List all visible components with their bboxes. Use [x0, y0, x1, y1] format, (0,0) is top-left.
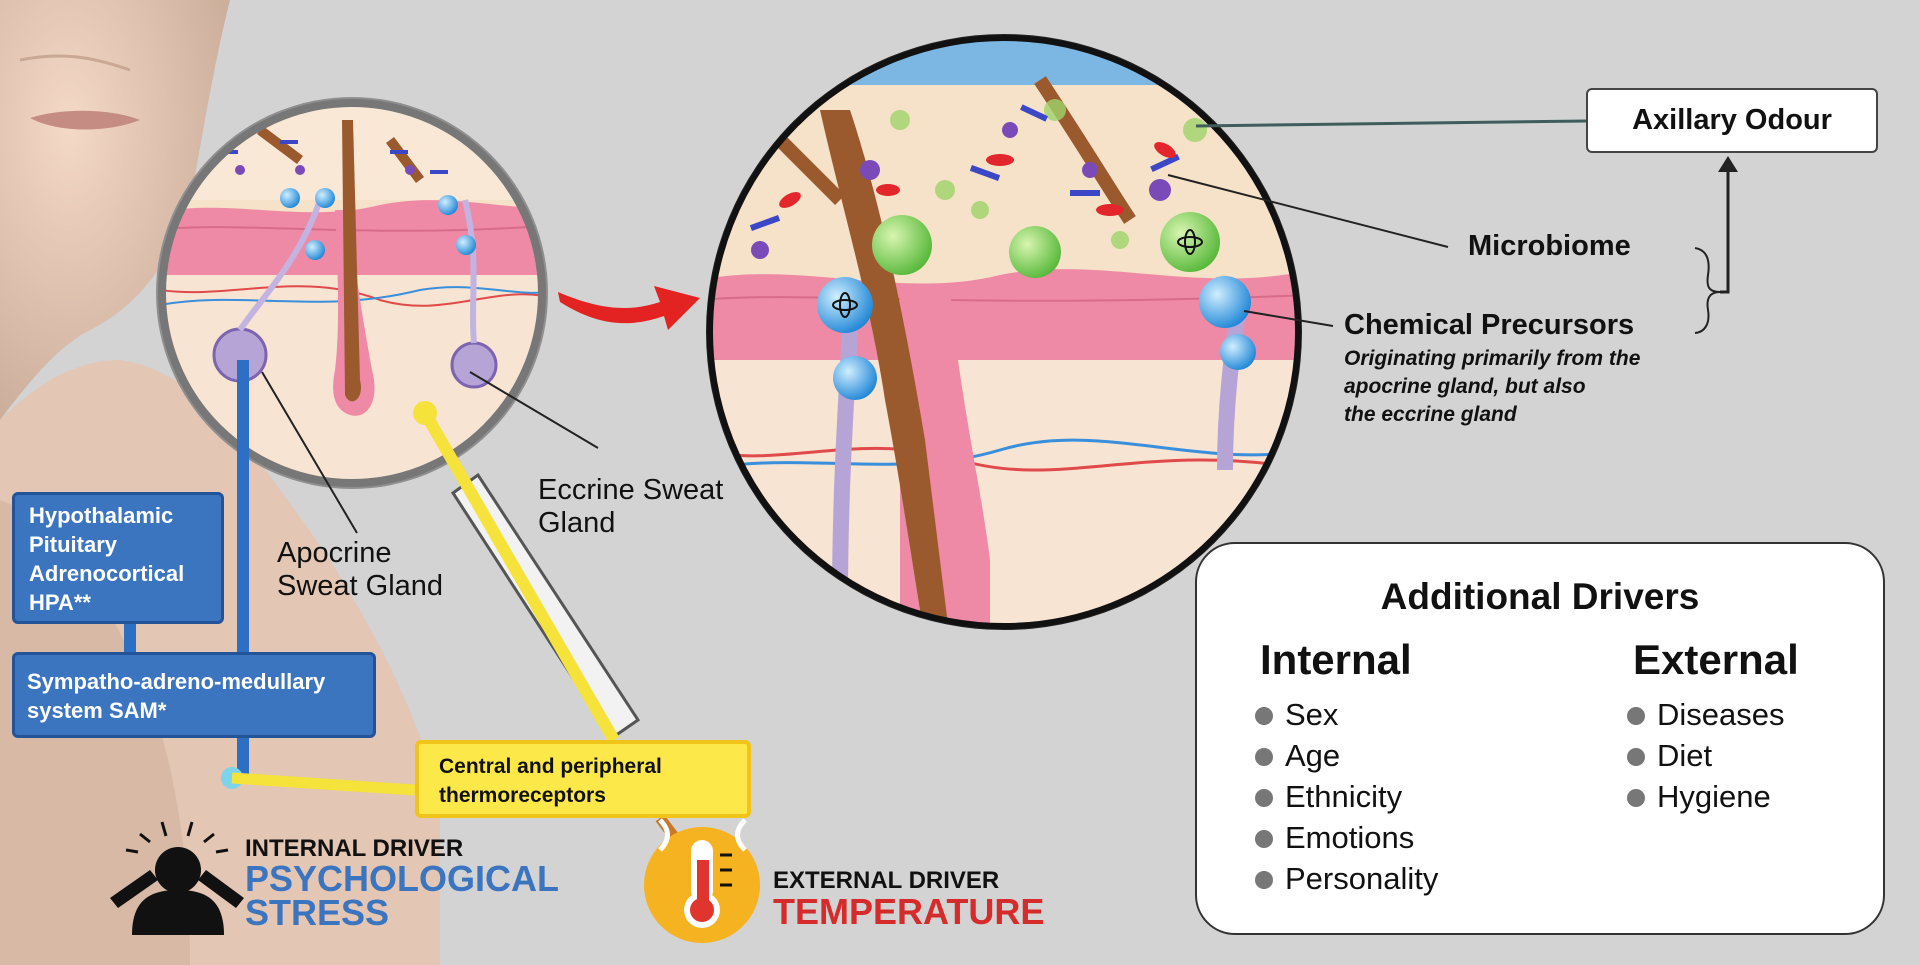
internal-heading: Internal: [1260, 636, 1412, 683]
apocrine-gland-label: Apocrine Sweat Gland: [277, 537, 444, 602]
thermoreceptors-box: Central and peripheral thermoreceptors: [415, 740, 751, 818]
internal-driver-title: INTERNAL DRIVER PSYCHOLOGICAL STRESS: [245, 835, 560, 933]
precursor-note: Originating primarily from the apocrine …: [1344, 347, 1641, 426]
external-drivers-list: Diseases Diet Hygiene: [1625, 694, 1785, 817]
sam-box: Sympatho-adreno-medullary system SAM*: [12, 652, 376, 738]
eccrine-gland-label: Eccrine Sweat Gland: [538, 474, 724, 539]
list-item: Age: [1253, 735, 1438, 776]
external-driver-title: EXTERNAL DRIVER TEMPERATURE: [773, 867, 1045, 932]
list-item: Sex: [1253, 694, 1438, 735]
list-item: Diseases: [1625, 694, 1785, 735]
list-item: Emotions: [1253, 817, 1438, 858]
microbiome-label: Microbiome: [1468, 230, 1631, 262]
additional-drivers-title: Additional Drivers: [1380, 576, 1700, 617]
axillary-odour-box: Axillary Odour: [1586, 88, 1878, 153]
list-item: Personality: [1253, 858, 1438, 899]
chemical-precursors-label: Chemical Precursors: [1344, 309, 1635, 341]
list-item: Hygiene: [1625, 776, 1785, 817]
hpa-box: Hypothalamic Pituitary Adrenocortical HP…: [12, 492, 224, 624]
internal-drivers-list: Sex Age Ethnicity Emotions Personality: [1253, 694, 1438, 899]
additional-drivers-panel: Additional Drivers Internal External Sex…: [1195, 542, 1885, 935]
red-curved-arrow-icon: [558, 286, 700, 330]
stress-person-icon: [110, 821, 244, 935]
connector-lines: [124, 119, 1738, 862]
external-heading: External: [1633, 636, 1799, 683]
thermometer-icon: [644, 818, 760, 943]
list-item: Ethnicity: [1253, 776, 1438, 817]
list-item: Diet: [1625, 735, 1785, 776]
